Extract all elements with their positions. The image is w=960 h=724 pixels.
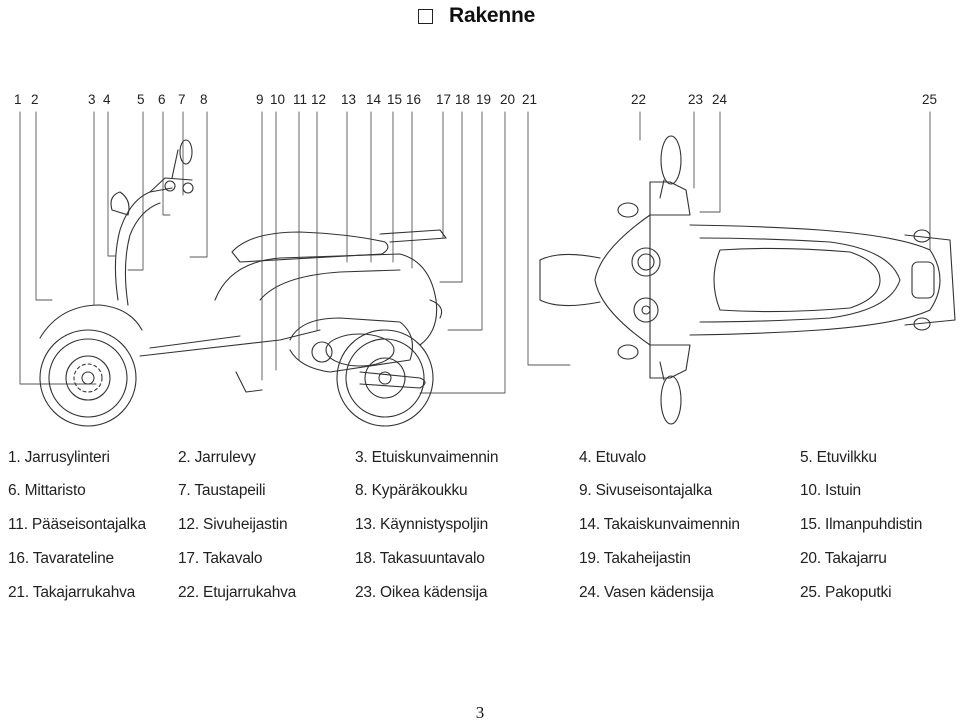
callout-number: 11 <box>293 92 308 107</box>
scooter-diagram <box>19 111 956 427</box>
callout-number-row: 1 2 3 4 5 6 7 8 9 10 11 12 13 14 15 16 1… <box>0 92 960 112</box>
legend-item: 15. Ilmanpuhdistin <box>800 516 923 533</box>
legend-item: 20. Takajarru <box>800 550 887 567</box>
scooter-side-view <box>39 139 447 393</box>
legend-item: 24. Vasen kädensija <box>579 584 714 601</box>
callout-number: 1 <box>14 92 22 107</box>
legend-item: 17. Takavalo <box>178 550 263 567</box>
callout-number: 23 <box>688 92 704 107</box>
callout-number: 9 <box>256 92 264 107</box>
callout-number: 8 <box>200 92 208 107</box>
callout-number: 10 <box>270 92 286 107</box>
callout-number: 22 <box>631 92 647 107</box>
callout-number: 6 <box>158 92 166 107</box>
callout-number: 19 <box>476 92 492 107</box>
callout-number: 5 <box>137 92 145 107</box>
legend-item: 3. Etuiskunvaimennin <box>355 449 499 466</box>
legend-item: 25. Pakoputki <box>800 584 892 601</box>
legend-item: 1. Jarrusylinteri <box>8 449 110 466</box>
legend-item: 18. Takasuuntavalo <box>355 550 485 567</box>
legend-item: 14. Takaiskunvaimennin <box>579 516 740 533</box>
legend-item: 11. Pääseisontajalka <box>8 516 146 533</box>
callout-number: 18 <box>455 92 471 107</box>
legend-item: 13. Käynnistyspoljin <box>355 516 488 533</box>
callout-number: 17 <box>436 92 452 107</box>
callout-number: 13 <box>341 92 357 107</box>
legend-item: 23. Oikea kädensija <box>355 584 488 601</box>
callout-number: 25 <box>922 92 938 107</box>
legend-item: 8. Kypäräkoukku <box>355 482 468 499</box>
page-number: 3 <box>475 703 485 722</box>
callout-number: 2 <box>31 92 39 107</box>
legend-item: 19. Takaheijastin <box>579 550 691 567</box>
callout-number: 15 <box>387 92 403 107</box>
front-wheel <box>39 329 137 427</box>
callout-number: 3 <box>88 92 96 107</box>
legend-item: 2. Jarrulevy <box>178 449 256 466</box>
section-title-text: Rakenne <box>449 4 536 27</box>
callout-number: 16 <box>406 92 422 107</box>
callout-number: 21 <box>522 92 538 107</box>
callout-number: 24 <box>712 92 728 107</box>
legend-item: 5. Etuvilkku <box>800 449 877 466</box>
legend-item: 22. Etujarrukahva <box>178 584 297 601</box>
leader-lines <box>19 111 931 394</box>
callout-number: 20 <box>500 92 516 107</box>
section-title: Rakenne <box>418 2 535 30</box>
legend-item: 16. Tavarateline <box>8 550 114 567</box>
callout-number: 14 <box>366 92 382 107</box>
legend-item: 7. Taustapeili <box>178 482 266 499</box>
callout-number: 12 <box>311 92 327 107</box>
legend-item: 6. Mittaristo <box>8 482 86 499</box>
callout-number: 7 <box>178 92 186 107</box>
empty-square-icon <box>418 8 433 24</box>
legend-item: 12. Sivuheijastin <box>178 516 288 533</box>
legend-item: 10. Istuin <box>800 482 861 499</box>
callout-number: 4 <box>103 92 111 107</box>
legend-item: 9. Sivuseisontajalka <box>579 482 712 499</box>
legend-item: 21. Takajarrukahva <box>8 584 136 601</box>
scooter-top-view <box>539 135 956 425</box>
legend-item: 4. Etuvalo <box>579 449 646 466</box>
